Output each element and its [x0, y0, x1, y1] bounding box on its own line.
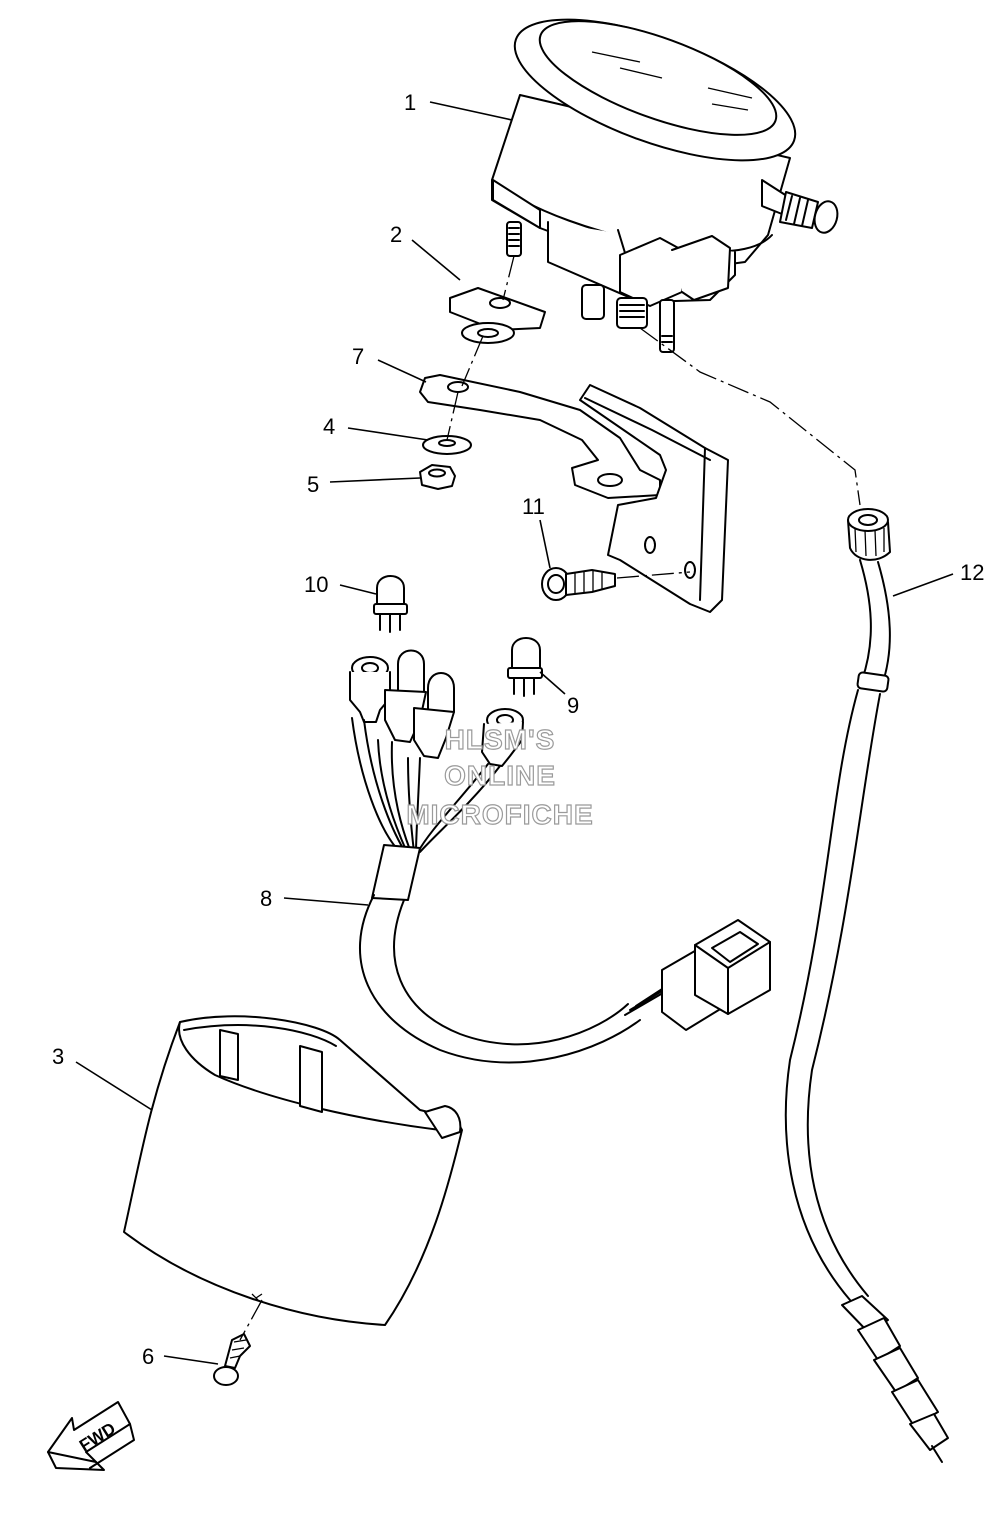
callout-2: 2 [390, 222, 402, 247]
meter-bracket [419, 374, 729, 613]
callout-5: 5 [307, 472, 319, 497]
wire-harness [349, 649, 771, 1064]
cover-screw [213, 1333, 251, 1386]
meter-cover [123, 1015, 463, 1326]
nut [419, 464, 456, 490]
leader-lines [75, 101, 954, 1365]
bulb-lower [507, 637, 543, 697]
callout-11: 11 [522, 494, 545, 519]
callout-1: 1 [404, 90, 416, 115]
harness-socket-d [481, 708, 524, 767]
meter-assembly [491, 18, 839, 353]
callout-12: 12 [960, 560, 984, 585]
callout-3: 3 [52, 1044, 64, 1069]
watermark-line-3: MICROFICHE [406, 799, 593, 830]
damper-block [449, 287, 546, 344]
bracket-screw [541, 567, 616, 601]
washer [422, 435, 472, 455]
callout-7: 7 [352, 344, 364, 369]
callout-6: 6 [142, 1344, 154, 1369]
watermark-line-1: HLSM'S [445, 724, 556, 755]
watermark: HLSM'S ONLINE MICROFICHE [406, 723, 594, 830]
assembly-guide-lines [239, 255, 861, 1341]
harness-socket-bulb-b [413, 672, 455, 759]
callout-8: 8 [260, 886, 272, 911]
bulb-upper [373, 575, 408, 633]
forward-direction-arrow: FWD [47, 1401, 135, 1471]
callout-4: 4 [323, 414, 335, 439]
watermark-line-2: ONLINE [444, 760, 556, 791]
callout-10: 10 [304, 572, 328, 597]
callout-numbers: 1 2 3 4 5 6 7 8 9 10 11 12 [52, 90, 984, 1369]
callout-9: 9 [567, 693, 579, 718]
speedometer-cable [784, 508, 949, 1463]
